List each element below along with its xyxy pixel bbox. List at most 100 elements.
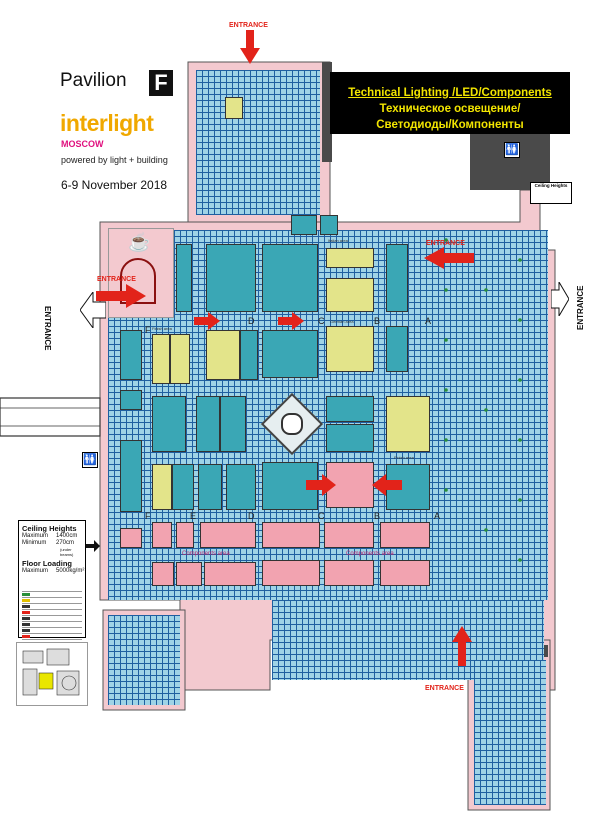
booth[interactable] [326,326,374,372]
booth[interactable] [152,464,172,510]
booth[interactable] [200,522,256,548]
brand-city: MOSCOW [61,139,104,149]
powered-by: powered by light + building [61,155,168,165]
entrance-right-side-arrow [551,282,569,316]
entrance-left-side-arrow [80,292,106,328]
booth[interactable] [220,396,246,452]
left-corridor [0,397,101,437]
category-banner: Technical Lighting /LED/Components Техни… [330,72,570,134]
row-letter-f: F [145,325,151,335]
row-letter-d: D [248,316,255,326]
booth[interactable] [206,330,240,380]
entrance-right-label: ENTRANCE [426,240,465,247]
coffee-cup-icon: ☕ [128,232,151,252]
right-service-block [470,130,550,190]
bottom-right-grid [474,660,546,805]
booth[interactable] [291,215,317,235]
booth[interactable] [225,97,243,119]
flow-arrow [278,312,304,330]
booth[interactable] [386,396,430,452]
banner-line-2: Техническое освещение/ [379,103,521,115]
booth[interactable] [326,248,374,268]
booth[interactable] [152,334,170,384]
row-letter-c: C [318,511,325,521]
brand-logo: interlight [60,110,154,136]
bottom-left-grid [108,615,180,705]
flow-arrow [372,474,402,496]
booth[interactable] [324,522,374,548]
row-letter-c: C [318,316,325,326]
booth[interactable] [326,424,374,452]
top-wing-right-wall [322,62,332,162]
components-area-label: Components area [182,551,230,557]
top-wing-grid [196,70,320,215]
booth[interactable] [326,396,374,422]
booth[interactable] [152,396,186,452]
ceiling-heights-note: Ceiling Heights [530,182,572,204]
floor-max-value: 5000kg/m² [56,568,85,574]
booth[interactable] [152,562,174,586]
booth[interactable] [262,560,320,586]
booth[interactable] [206,244,256,312]
italian-area-label: Italian area [328,238,348,243]
entrance-bottom-arrow [452,626,472,666]
booth[interactable] [380,560,430,586]
booth[interactable] [120,390,142,410]
booth[interactable] [226,464,256,510]
ceiling-title: Ceiling Heights [22,524,77,533]
cafe-arch [120,258,156,304]
booth[interactable] [176,244,192,312]
ceiling-pointer-arrow [86,540,100,552]
entrance-right-arrow [424,247,474,269]
booth[interactable] [380,522,430,548]
row-letter-b: B [374,511,381,521]
ceiling-max-label: Maximum [22,533,49,539]
booth[interactable] [176,522,194,548]
german-area-label: German area [330,319,354,324]
row-letter-a: A [425,316,432,326]
booth[interactable] [386,326,408,372]
minimap-svg [22,648,80,696]
components-area-label: Components area [346,551,394,557]
finish-area-label: Finish area [394,455,414,460]
entrance-top-label: ENTRANCE [229,22,268,29]
booth[interactable] [152,522,172,548]
entrance-left-arrow [96,284,146,308]
booth[interactable] [386,244,408,312]
pavilion-letter-badge: F [149,70,173,96]
event-dates: 6-9 November 2018 [61,178,168,192]
booth[interactable] [240,330,258,380]
restroom-icon: 🚻 [82,452,98,468]
booth[interactable] [262,244,318,312]
row-letter-f: F [145,511,151,521]
booth[interactable] [320,215,338,235]
ceiling-min-value: 270cm [56,540,75,546]
entrance-left-label: ENTRANCE [97,276,136,283]
booth[interactable] [172,464,194,510]
flow-arrow [194,312,220,330]
ceiling-heights-box: Ceiling Heights Maximum 1400cm Minimum 2… [18,520,86,640]
ceiling-max-value: 1400cm [56,533,78,539]
booth[interactable] [198,464,222,510]
ceiling-min-note: (under beams) [60,547,74,557]
booth[interactable] [120,330,142,380]
booth[interactable] [120,528,142,548]
booth[interactable] [196,396,220,452]
ceiling-min-label: Minimum [22,540,47,546]
booth[interactable] [120,440,142,512]
booth[interactable] [262,330,318,378]
booth[interactable] [176,562,202,586]
booth[interactable] [170,334,190,384]
pavilion-word: Pavilion [60,70,127,91]
flow-arrow [306,474,336,496]
banner-line-1: Technical Lighting /LED/Components [348,87,552,99]
row-letter-a: A [434,511,441,521]
booth[interactable] [262,522,320,548]
legend-rows [22,591,82,640]
booth[interactable] [204,562,256,586]
fountain-center [281,413,303,435]
booth[interactable] [324,560,374,586]
booth[interactable] [326,278,374,312]
banner-line-3: Светодиоды/Компоненты [376,119,524,131]
